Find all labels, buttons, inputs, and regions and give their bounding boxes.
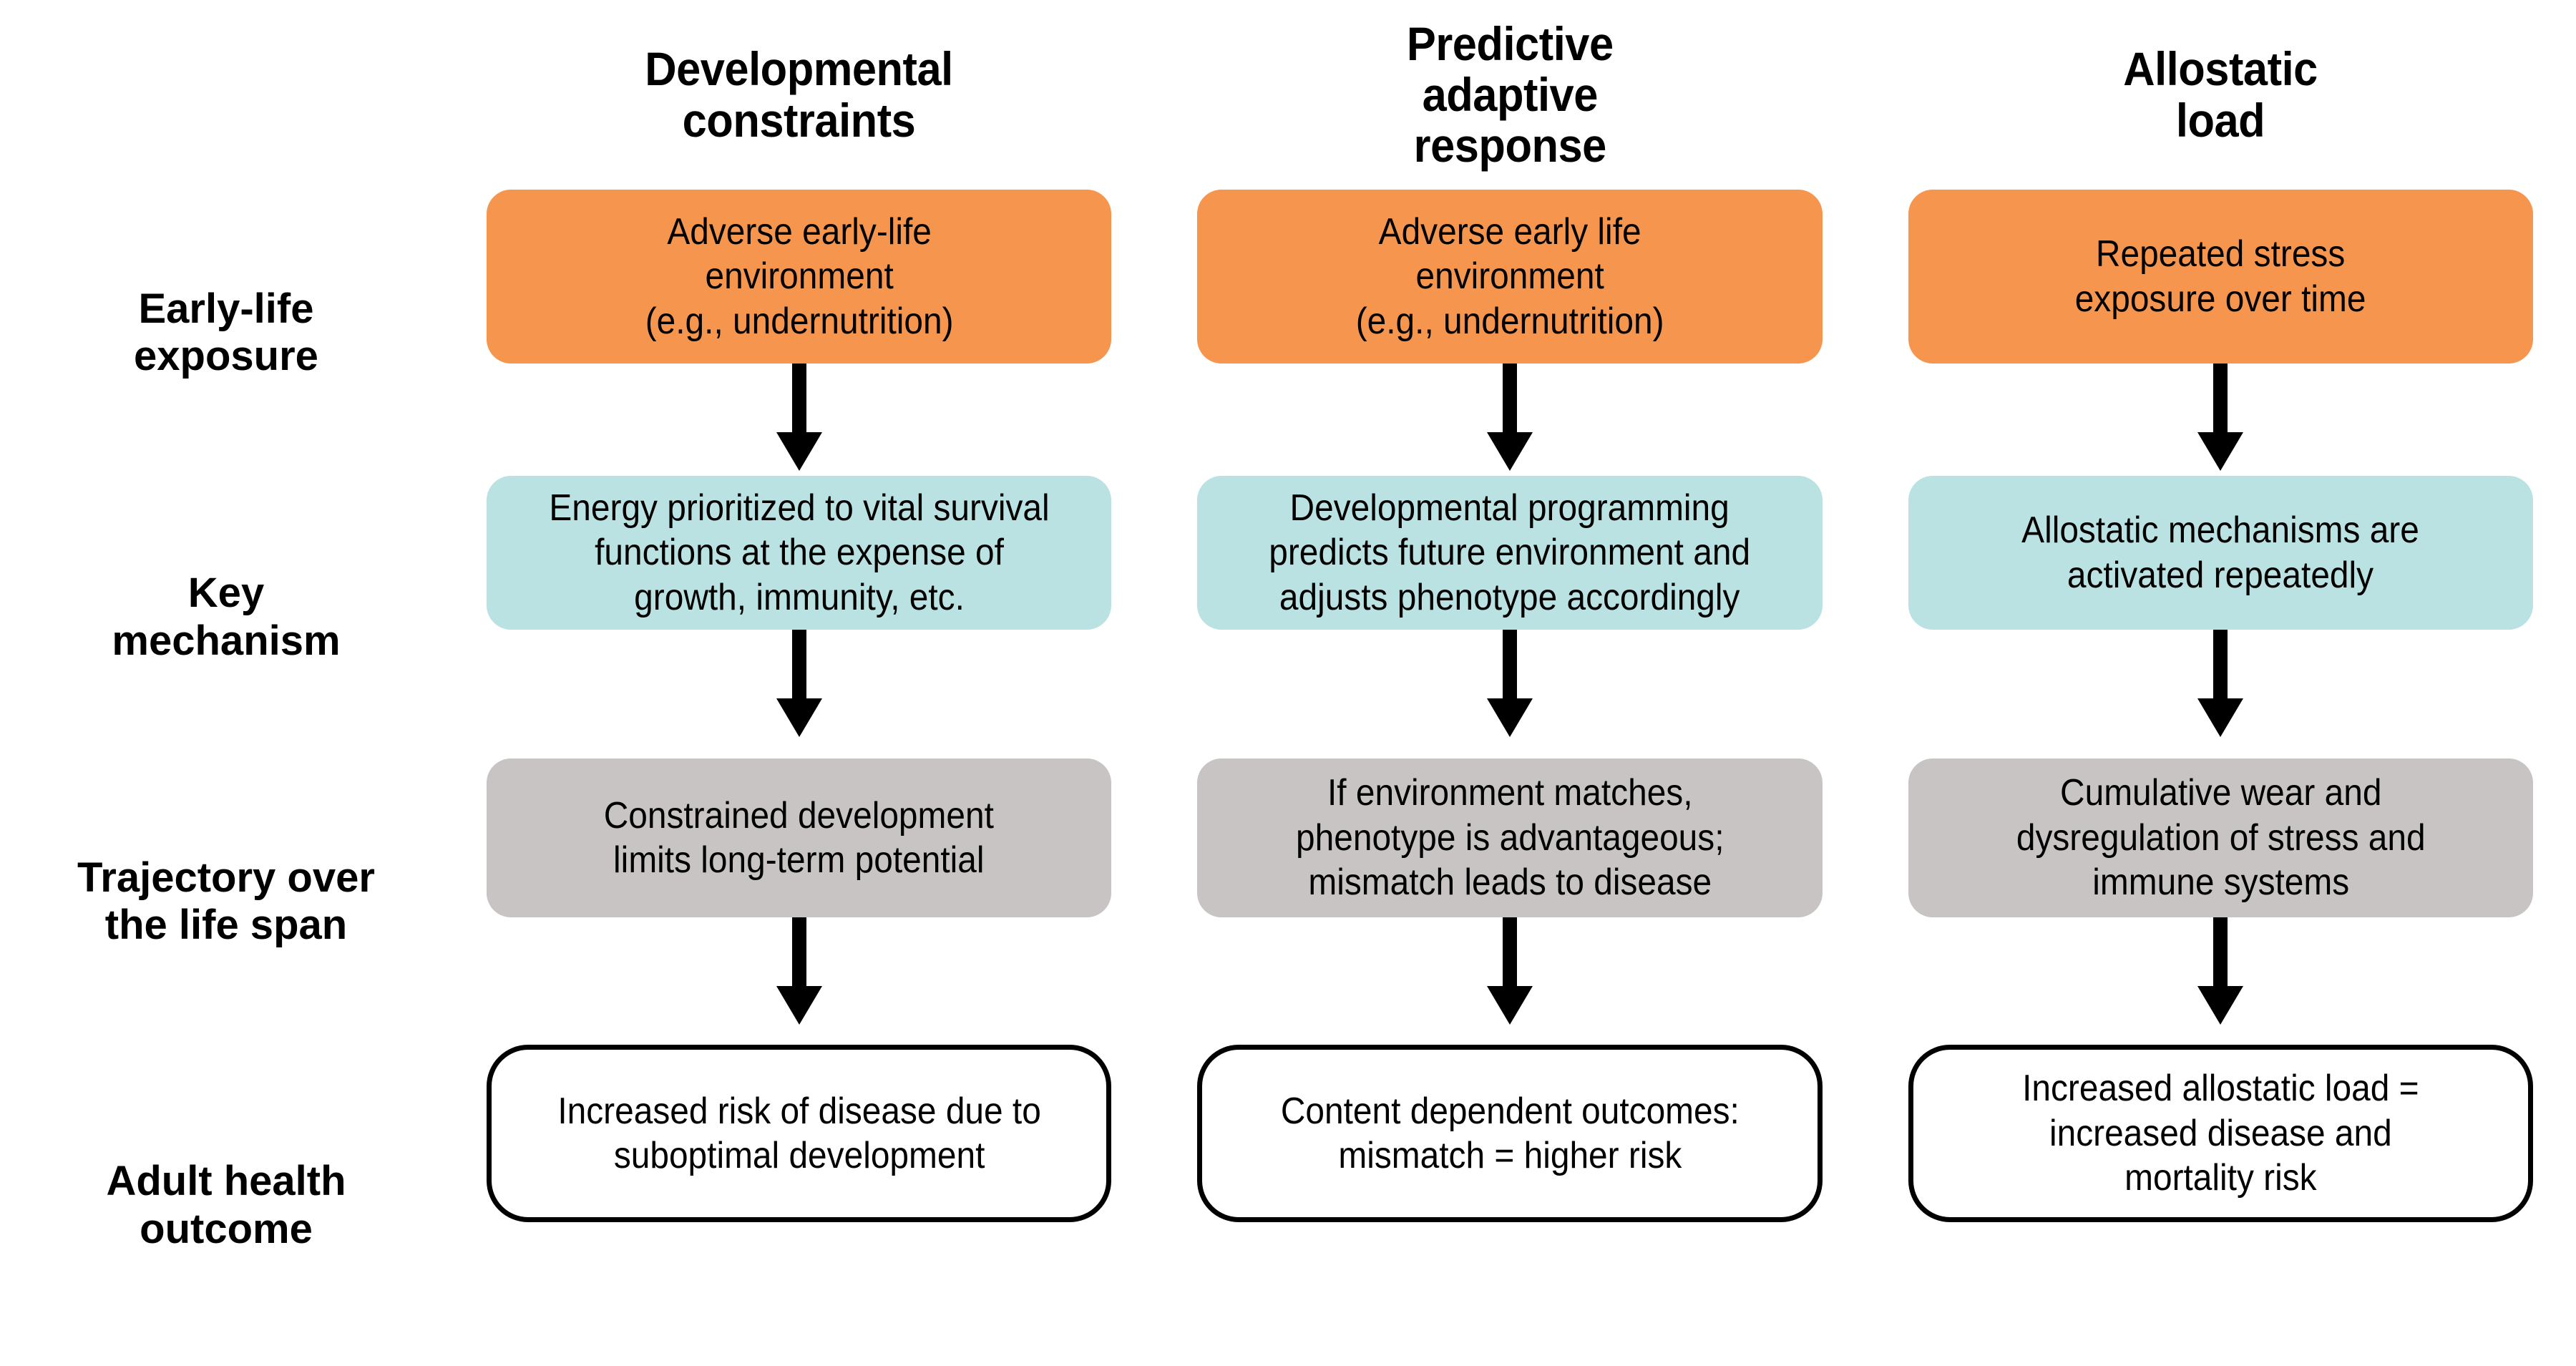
node-cell-trajectory-allostatic-load: Cumulative wear and dysregulation of str… bbox=[1865, 758, 2576, 1045]
column-header-label: Allostatic load bbox=[2123, 42, 2318, 147]
node-text: Allostatic mechanisms are activated repe… bbox=[2021, 509, 2420, 596]
node-cell-trajectory-predictive-adaptive-response: If environment matches, phenotype is adv… bbox=[1154, 758, 1865, 1045]
node-text: Increased allostatic load = increased di… bbox=[2022, 1068, 2419, 1199]
node-box: Adverse early-life environment (e.g., un… bbox=[487, 190, 1112, 364]
row-label-early-life-exposure: Early-life exposure bbox=[0, 190, 444, 476]
node-text: Increased risk of disease due to subopti… bbox=[557, 1090, 1041, 1176]
arrow-down-icon bbox=[1475, 364, 1544, 471]
node-box: Allostatic mechanisms are activated repe… bbox=[1908, 476, 2533, 630]
column-header-developmental-constraints: Developmental constraints bbox=[444, 0, 1154, 190]
column-header-allostatic-load: Allostatic load bbox=[1865, 0, 2576, 190]
node-cell-mechanism-developmental-constraints: Energy prioritized to vital survival fun… bbox=[444, 476, 1154, 758]
column-header-label: Predictive adaptive response bbox=[1406, 16, 1614, 172]
column-header-predictive-adaptive-response: Predictive adaptive response bbox=[1154, 0, 1865, 190]
node-cell-outcome-predictive-adaptive-response: Content dependent outcomes: mismatch = h… bbox=[1154, 1045, 1865, 1366]
arrow-down-icon bbox=[2186, 630, 2255, 737]
node-box: Increased allostatic load = increased di… bbox=[1908, 1045, 2533, 1222]
row-label-text: Trajectory over the life span bbox=[77, 854, 375, 948]
arrow-down-icon bbox=[1475, 917, 1544, 1025]
node-text: Cumulative wear and dysregulation of str… bbox=[2016, 772, 2426, 904]
column-header-label: Developmental constraints bbox=[645, 42, 953, 147]
node-cell-trajectory-developmental-constraints: Constrained development limits long-term… bbox=[444, 758, 1154, 1045]
row-label-text: Key mechanism bbox=[112, 570, 341, 664]
arrow-down-icon bbox=[765, 630, 834, 737]
node-box: Energy prioritized to vital survival fun… bbox=[487, 476, 1112, 630]
node-cell-mechanism-predictive-adaptive-response: Developmental programming predicts futur… bbox=[1154, 476, 1865, 758]
arrow-down-icon bbox=[765, 917, 834, 1025]
node-box: If environment matches, phenotype is adv… bbox=[1197, 758, 1823, 917]
arrow-down-icon bbox=[2186, 917, 2255, 1025]
node-text: If environment matches, phenotype is adv… bbox=[1295, 772, 1724, 904]
node-text: Adverse early life environment (e.g., un… bbox=[1355, 210, 1664, 342]
node-cell-exposure-allostatic-load: Repeated stress exposure over time bbox=[1865, 190, 2576, 476]
node-box: Adverse early life environment (e.g., un… bbox=[1197, 190, 1823, 364]
node-cell-outcome-developmental-constraints: Increased risk of disease due to subopti… bbox=[444, 1045, 1154, 1366]
node-box: Content dependent outcomes: mismatch = h… bbox=[1197, 1045, 1823, 1222]
row-label-text: Adult health outcome bbox=[106, 1158, 346, 1252]
node-text: Developmental programming predicts futur… bbox=[1269, 487, 1751, 618]
node-text: Energy prioritized to vital survival fun… bbox=[549, 487, 1050, 618]
row-label-key-mechanism: Key mechanism bbox=[0, 476, 444, 758]
node-box: Cumulative wear and dysregulation of str… bbox=[1908, 758, 2533, 917]
node-text: Content dependent outcomes: mismatch = h… bbox=[1280, 1090, 1740, 1176]
node-box: Increased risk of disease due to subopti… bbox=[487, 1045, 1112, 1222]
node-box: Constrained development limits long-term… bbox=[487, 758, 1112, 917]
node-cell-exposure-predictive-adaptive-response: Adverse early life environment (e.g., un… bbox=[1154, 190, 1865, 476]
grid-corner-blank bbox=[0, 0, 444, 190]
arrow-down-icon bbox=[765, 364, 834, 471]
node-text: Repeated stress exposure over time bbox=[2074, 233, 2366, 320]
node-box: Repeated stress exposure over time bbox=[1908, 190, 2533, 364]
node-text: Adverse early-life environment (e.g., un… bbox=[645, 210, 954, 342]
arrow-down-icon bbox=[2186, 364, 2255, 471]
row-label-adult-health-outcome: Adult health outcome bbox=[0, 1045, 444, 1366]
node-text: Constrained development limits long-term… bbox=[604, 794, 995, 881]
arrow-down-icon bbox=[1475, 630, 1544, 737]
row-label-text: Early-life exposure bbox=[134, 285, 318, 379]
row-label-trajectory-over-the-life-span: Trajectory over the life span bbox=[0, 758, 444, 1045]
node-box: Developmental programming predicts futur… bbox=[1197, 476, 1823, 630]
node-cell-mechanism-allostatic-load: Allostatic mechanisms are activated repe… bbox=[1865, 476, 2576, 758]
node-cell-outcome-allostatic-load: Increased allostatic load = increased di… bbox=[1865, 1045, 2576, 1366]
node-cell-exposure-developmental-constraints: Adverse early-life environment (e.g., un… bbox=[444, 190, 1154, 476]
